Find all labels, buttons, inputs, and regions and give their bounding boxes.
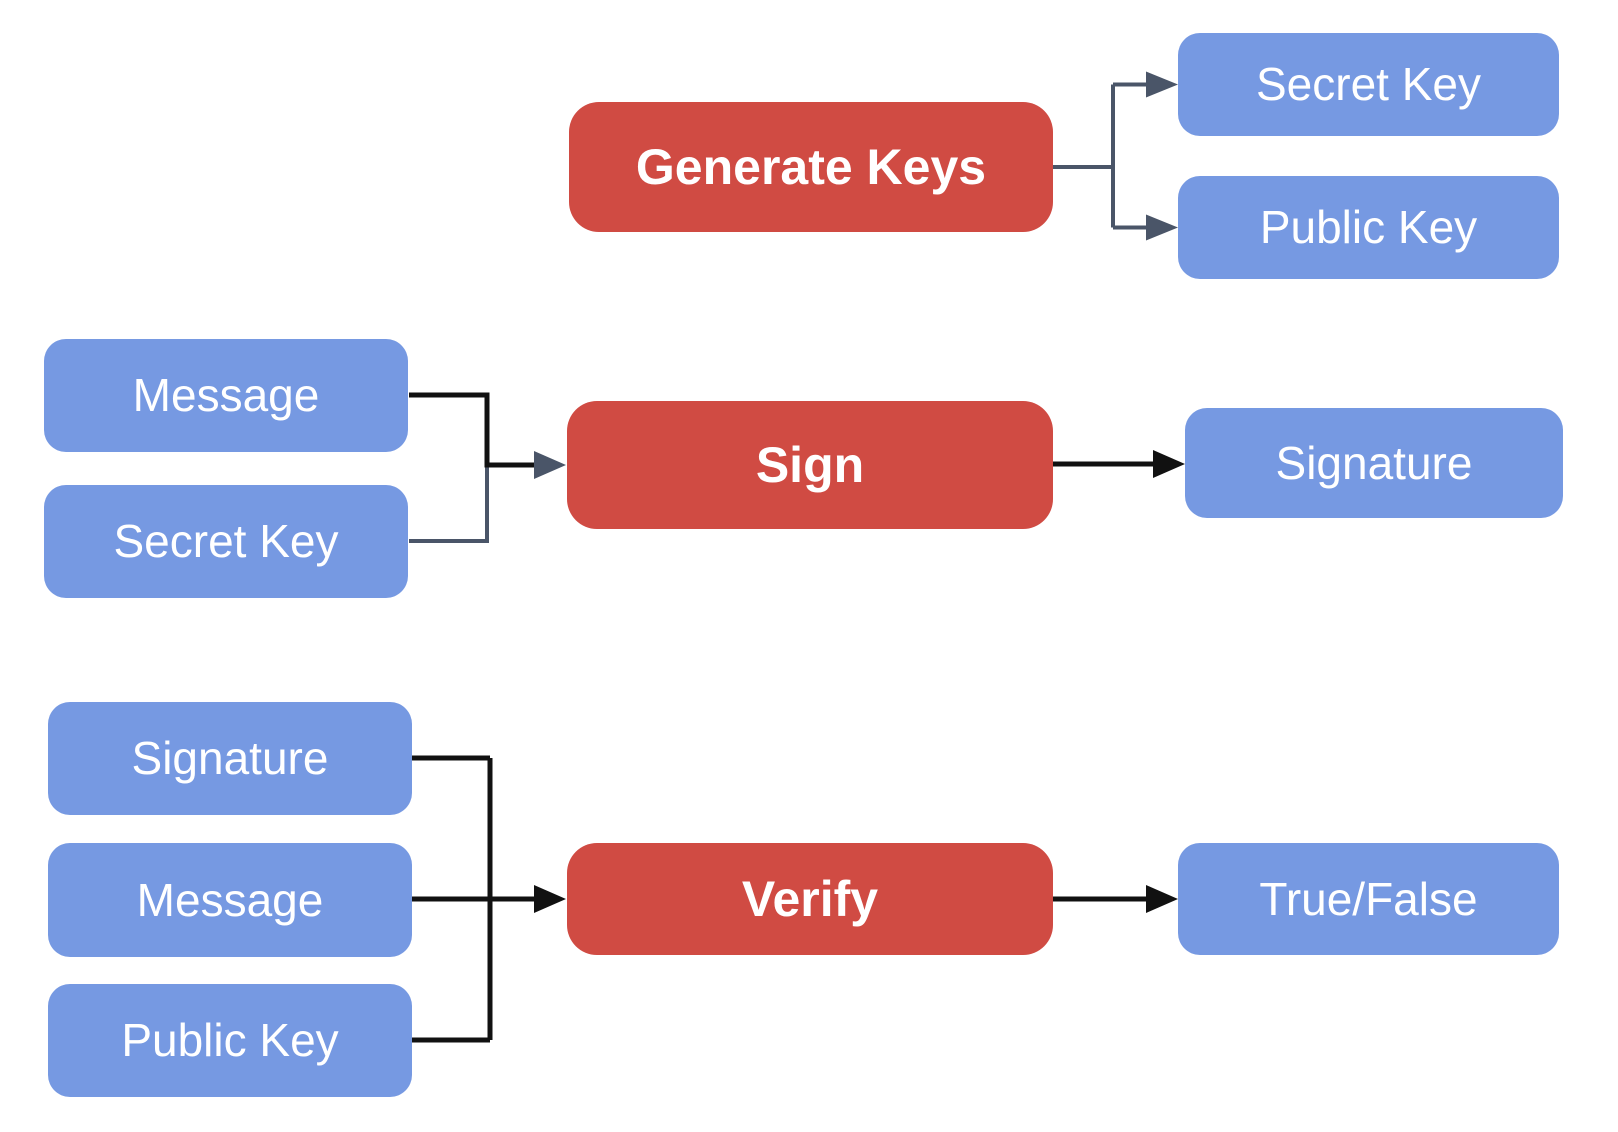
node-signature-verify-input-label: Signature xyxy=(131,732,329,785)
node-verify-label: Verify xyxy=(741,870,879,927)
node-public-key-output: Public Key xyxy=(1178,176,1559,279)
node-message-sign-input-label: Message xyxy=(132,369,320,422)
node-message-verify-input: Message xyxy=(48,843,412,957)
node-generate-keys-label: Generate Keys xyxy=(635,138,987,195)
arrowhead-secret-key xyxy=(1146,71,1178,98)
node-verify: Verify xyxy=(567,843,1053,955)
node-secret-key-sign-input: Secret Key xyxy=(44,485,408,598)
node-secret-key-output-label: Secret Key xyxy=(1256,58,1481,111)
node-signature-verify-input: Signature xyxy=(48,702,412,815)
arrowhead-true-false xyxy=(1146,885,1178,913)
arrowhead-public-key xyxy=(1146,214,1178,241)
arrowhead-sign xyxy=(534,451,566,479)
node-public-key-verify-input-label: Public Key xyxy=(121,1014,339,1067)
node-message-verify-input-label: Message xyxy=(136,873,324,926)
node-generate-keys: Generate Keys xyxy=(569,102,1053,232)
arrowhead-signature xyxy=(1153,450,1185,478)
node-true-false-output: True/False xyxy=(1178,843,1559,955)
node-signature-output: Signature xyxy=(1185,408,1563,518)
connector-secret-key-to-sign xyxy=(409,465,489,543)
node-public-key-output-label: Public Key xyxy=(1259,201,1478,254)
node-sign: Sign xyxy=(567,401,1053,529)
node-signature-output-label: Signature xyxy=(1275,436,1473,489)
node-public-key-verify-input: Public Key xyxy=(48,984,412,1097)
arrowhead-verify xyxy=(534,885,566,913)
connector-message-to-sign xyxy=(409,392,540,468)
node-secret-key-output: Secret Key xyxy=(1178,33,1559,136)
node-message-sign-input: Message xyxy=(44,339,408,452)
node-true-false-output-label: True/False xyxy=(1259,872,1478,925)
node-sign-label: Sign xyxy=(755,436,865,493)
node-secret-key-sign-input-label: Secret Key xyxy=(113,515,339,568)
